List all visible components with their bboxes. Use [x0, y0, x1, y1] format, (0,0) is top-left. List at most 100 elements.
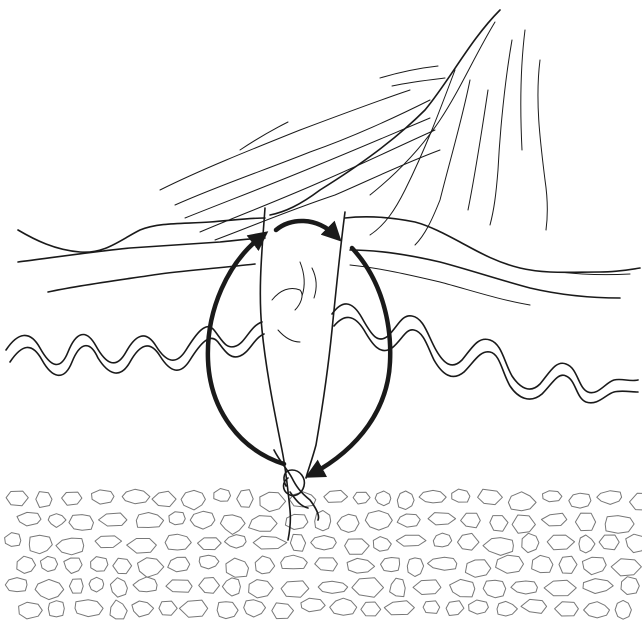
fat-lobule: [575, 513, 595, 531]
fat-lobule: [597, 491, 622, 505]
fat-lobule: [138, 558, 164, 578]
fat-lobule: [181, 490, 205, 510]
fat-lobule: [450, 579, 475, 597]
fat-lobule: [621, 577, 639, 595]
fat-lobule: [69, 579, 83, 593]
fat-lobule: [423, 601, 440, 614]
fat-lobule: [419, 490, 446, 503]
fat-lobule: [69, 515, 94, 531]
fat-lobule: [452, 489, 470, 502]
fat-lobule: [465, 560, 490, 578]
fat-lobule: [345, 539, 370, 554]
fat-lobule: [166, 580, 192, 592]
fat-lobule: [555, 602, 579, 616]
fat-lobule: [272, 603, 294, 619]
fat-lobule: [92, 490, 115, 504]
fat-lobule: [353, 492, 370, 504]
fat-lobule: [337, 514, 359, 532]
fat-lobule: [249, 516, 278, 532]
fat-lobule: [95, 536, 122, 548]
fat-lobule: [397, 491, 414, 510]
fat-lobule: [36, 492, 52, 508]
fat-lobule: [133, 577, 157, 592]
fat-lobule: [255, 556, 275, 574]
fat-lobule: [19, 602, 43, 619]
fat-lobule: [199, 555, 219, 569]
fat-lobule: [361, 602, 381, 616]
fat-lobule: [225, 535, 247, 549]
fat-lobule: [226, 558, 249, 577]
fat-lobule: [584, 602, 610, 618]
fat-lobule: [222, 578, 240, 596]
fat-lobule: [48, 514, 66, 528]
fat-lobule: [579, 535, 595, 553]
fat-lobule: [5, 578, 27, 592]
fat-lobule: [496, 555, 524, 573]
fat-lobule: [110, 578, 127, 597]
fat-lobule: [40, 556, 57, 571]
fat-lobule: [5, 533, 21, 547]
fat-lobule: [541, 513, 566, 526]
fat-lobule: [6, 491, 28, 506]
fat-lobule: [91, 557, 108, 572]
fat-lobule: [483, 538, 513, 556]
suture-arrows: [208, 221, 390, 474]
fat-lobule: [352, 578, 384, 598]
fat-lobule: [48, 601, 64, 617]
fat-lobule: [428, 513, 456, 525]
fat-lobule: [490, 516, 508, 532]
fat-lobule: [521, 599, 547, 613]
fat-lobule: [285, 514, 308, 529]
fat-lobule: [365, 511, 392, 530]
fat-lobule: [381, 558, 400, 572]
fat-lobule: [318, 581, 348, 593]
fat-lobule: [569, 493, 591, 508]
fat-lobule: [543, 491, 562, 502]
fat-lobule: [599, 535, 619, 550]
fat-lobule: [237, 490, 254, 508]
fat-lobule: [260, 492, 286, 511]
fat-lobule: [214, 489, 231, 502]
fat-lobule: [433, 533, 451, 547]
fat-lobule: [122, 489, 150, 503]
fat-lobule: [397, 514, 420, 527]
fat-lobule: [136, 513, 163, 528]
fat-lobule: [110, 600, 127, 619]
fat-lobule: [347, 558, 375, 573]
fat-lobule: [582, 557, 606, 574]
fat-lobule: [62, 492, 82, 505]
fat-lobule: [281, 581, 309, 597]
fat-lobule: [461, 513, 481, 528]
arrow-right: [312, 248, 390, 474]
fat-lobule: [35, 579, 64, 599]
fat-lobule: [428, 557, 457, 570]
arrow-upper-left: [208, 236, 284, 464]
fat-lobule: [75, 600, 103, 617]
fat-lobule: [220, 515, 245, 535]
fat-lobule: [89, 577, 104, 592]
fat-lobule: [217, 602, 238, 619]
fat-lobule: [281, 555, 308, 569]
fat-lobule: [615, 600, 631, 619]
fat-lobule: [64, 558, 82, 574]
fat-lobule: [396, 535, 426, 546]
fat-lobule: [373, 537, 391, 552]
fat-lobule: [17, 512, 41, 526]
fat-lobule: [483, 580, 506, 597]
fat-lobule: [199, 578, 220, 594]
fat-lobule: [56, 538, 84, 555]
fat-lobule: [512, 515, 535, 533]
skin-surface-lines: [160, 10, 547, 245]
fat-lobule: [469, 600, 489, 614]
fat-lobule: [413, 580, 441, 595]
fat-lobule: [17, 556, 36, 573]
fat-lobule: [559, 556, 577, 573]
fat-lobule: [29, 535, 52, 553]
fat-lobule: [532, 555, 553, 572]
fat-lobule: [179, 600, 207, 617]
fat-lobule: [99, 513, 127, 526]
fat-lobule: [290, 534, 305, 551]
fat-lobule: [169, 512, 185, 525]
fat-lobule: [249, 580, 274, 598]
